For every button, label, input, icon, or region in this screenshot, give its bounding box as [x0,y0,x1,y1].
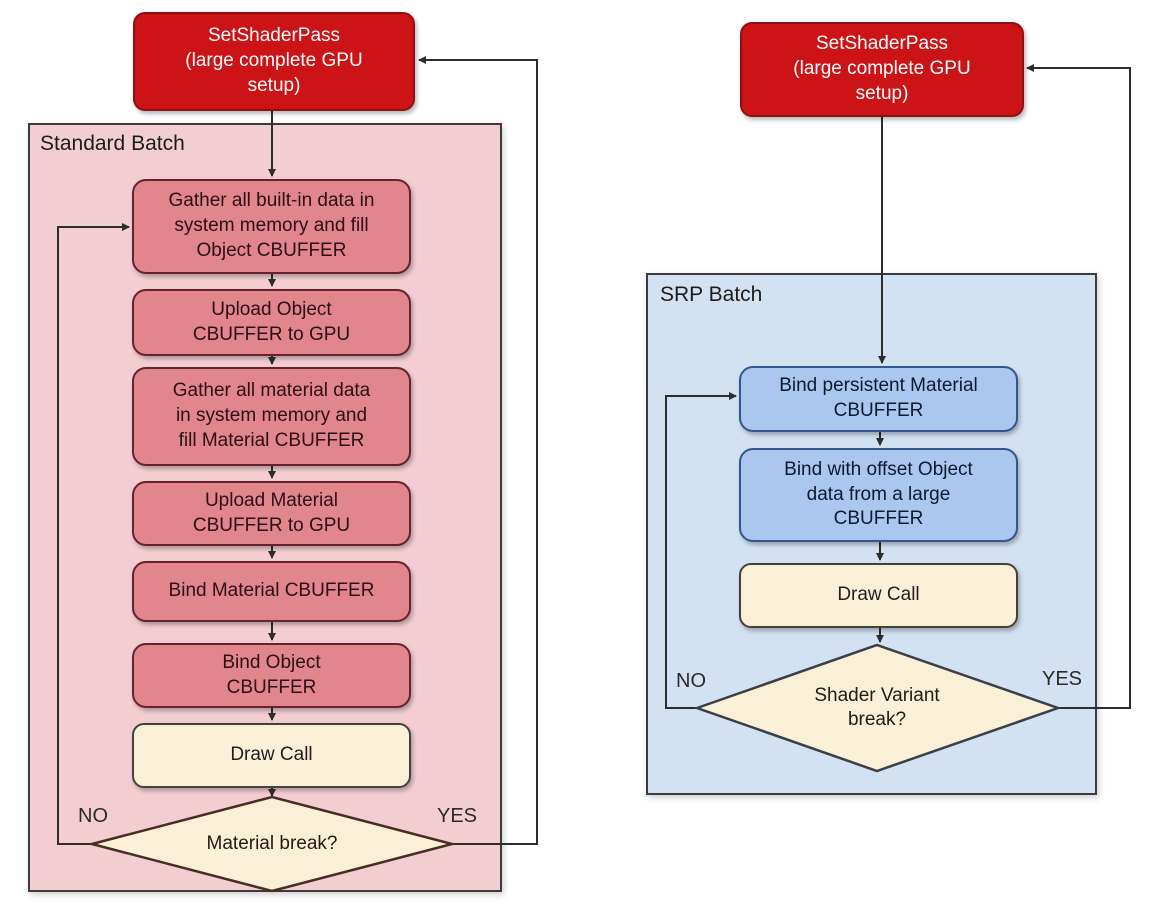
yes-label-left: YES [437,805,478,827]
shader-variant-break-diamond [693,643,1062,773]
material-break-diamond [87,795,457,893]
upload-material-node: Upload Material CBUFFER to GPU [132,481,411,546]
setshaderpass-node-right: SetShaderPass (large complete GPU setup) [740,22,1024,117]
yes-label-right: YES [1042,668,1083,690]
left-yes-loop [418,56,538,845]
bind-material-node: Bind Material CBUFFER [132,561,411,622]
setshaderpass-node-left: SetShaderPass (large complete GPU setup) [133,12,415,111]
right-no-loop [665,392,737,709]
bind-object-node: Bind Object CBUFFER [132,643,411,708]
standard-batch-label: Standard Batch [40,132,185,155]
bind-persistent-material-node: Bind persistent Material CBUFFER [739,366,1018,432]
gather-builtin-node: Gather all built-in data in system memor… [132,179,411,274]
left-no-loop [57,223,130,845]
no-label-left: NO [78,805,108,827]
shader-variant-break-label: Shader Variant break? [814,685,940,730]
flow-arrows [57,56,1131,845]
draw-call-node-left: Draw Call [132,723,411,788]
upload-object-node: Upload Object CBUFFER to GPU [132,289,411,356]
srp-batch-label: SRP Batch [660,283,763,306]
draw-call-node-right: Draw Call [739,563,1018,628]
gather-material-node: Gather all material data in system memor… [132,367,411,466]
material-break-label: Material break? [206,833,338,855]
no-label-right: NO [676,670,706,692]
right-yes-loop [1026,64,1131,709]
bind-offset-object-node: Bind with offset Object data from a larg… [739,448,1018,542]
